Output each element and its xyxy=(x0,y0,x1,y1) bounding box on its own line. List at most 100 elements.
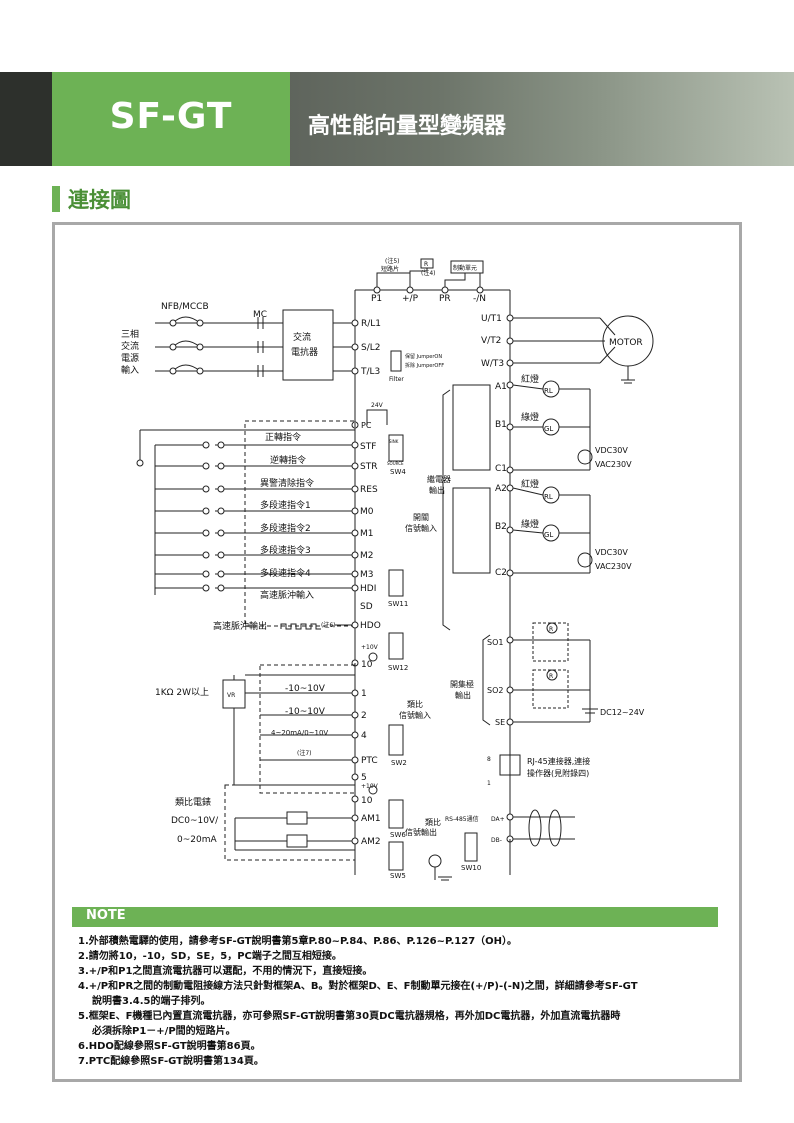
svg-text:R: R xyxy=(549,673,553,680)
svg-text:W/T3: W/T3 xyxy=(481,359,504,369)
svg-text:(注4): (注4) xyxy=(421,269,436,277)
svg-text:AM1: AM1 xyxy=(361,814,381,824)
svg-text:紅燈: 紅燈 xyxy=(521,478,539,490)
svg-text:S/L2: S/L2 xyxy=(361,343,381,353)
svg-text:24V: 24V xyxy=(371,402,384,409)
note-item: 7.PTC配線參照SF-GT說明書第134頁。 xyxy=(78,1056,264,1067)
svg-text:PC: PC xyxy=(361,421,372,430)
svg-text:1: 1 xyxy=(487,780,491,787)
svg-text:5: 5 xyxy=(361,773,367,783)
svg-text:(注6): (注6) xyxy=(321,621,336,629)
note-label: NOTE xyxy=(86,908,126,923)
svg-text:PR: PR xyxy=(439,294,451,304)
product-title: 高性能向量型變頻器 xyxy=(308,114,507,139)
svg-text:VAC230V: VAC230V xyxy=(595,562,632,571)
svg-text:C2: C2 xyxy=(495,568,507,578)
svg-text:SE: SE xyxy=(495,718,505,727)
svg-text:類比電錶: 類比電錶 xyxy=(175,796,211,808)
wiring-diagram: (注5) 短路片 R (注4) 制動單元 P1 +/P PR -/N 三相 交流… xyxy=(121,257,654,881)
svg-text:R: R xyxy=(424,261,428,268)
svg-text:RJ-45連接器,連接: RJ-45連接器,連接 xyxy=(527,756,590,766)
di-switch-row xyxy=(155,529,359,537)
svg-text:操作器(見附錄四): 操作器(見附錄四) xyxy=(527,768,589,778)
svg-text:M0: M0 xyxy=(360,507,374,517)
note-item: 3.+/P和P1之間直流電抗器可以選配，不用的情況下，直接短接。 xyxy=(78,966,373,977)
hdo-output: 高速脈沖輸出 (注6) HDO SW12 xyxy=(213,620,408,672)
svg-text:DC0~10V/: DC0~10V/ xyxy=(171,816,219,826)
svg-text:正轉指令: 正轉指令 xyxy=(265,431,301,443)
svg-text:V/T2: V/T2 xyxy=(481,336,501,346)
svg-text:制動單元: 制動單元 xyxy=(453,264,477,272)
svg-text:U/T1: U/T1 xyxy=(481,314,502,324)
svg-text:1KΩ 2W以上: 1KΩ 2W以上 xyxy=(155,687,209,698)
svg-text:三相: 三相 xyxy=(121,328,139,340)
svg-text:R/L1: R/L1 xyxy=(361,319,381,329)
svg-text:+/P: +/P xyxy=(402,294,419,304)
section-marker xyxy=(52,186,60,212)
svg-text:VAC230V: VAC230V xyxy=(595,460,632,469)
svg-text:0~20mA: 0~20mA xyxy=(177,835,217,845)
svg-text:拆除 JumperOFF: 拆除 JumperOFF xyxy=(405,362,444,369)
svg-text:DC12~24V: DC12~24V xyxy=(600,708,645,717)
di-switch-row xyxy=(155,551,359,559)
svg-text:P1: P1 xyxy=(371,294,382,304)
product-name: SF-GT xyxy=(109,96,233,137)
svg-text:2: 2 xyxy=(361,711,367,721)
svg-text:SW6: SW6 xyxy=(390,831,406,839)
svg-text:-/N: -/N xyxy=(473,294,486,304)
svg-text:STF: STF xyxy=(360,442,376,452)
svg-text:DA+: DA+ xyxy=(491,816,505,823)
svg-text:短路片: 短路片 xyxy=(381,265,399,273)
svg-text:C1: C1 xyxy=(495,464,507,474)
svg-text:信號輸入: 信號輸入 xyxy=(399,710,431,720)
svg-text:B1: B1 xyxy=(495,420,507,430)
svg-text:(注7): (注7) xyxy=(297,749,312,757)
svg-text:開關: 開關 xyxy=(413,513,429,522)
svg-text:異警清除指令: 異警清除指令 xyxy=(260,477,314,489)
svg-text:SW10: SW10 xyxy=(461,864,481,872)
svg-text:10: 10 xyxy=(361,796,373,806)
svg-text:M3: M3 xyxy=(360,570,374,580)
svg-text:信號輸出: 信號輸出 xyxy=(405,827,437,837)
banner-dark-block xyxy=(0,72,52,166)
svg-text:PTC: PTC xyxy=(361,756,378,766)
svg-text:+10V: +10V xyxy=(361,783,379,790)
svg-text:多段速指令4: 多段速指令4 xyxy=(260,567,311,579)
svg-text:NFB/MCCB: NFB/MCCB xyxy=(161,302,209,312)
svg-text:DB-: DB- xyxy=(491,837,502,844)
note-item: 1.外部積熱電驛的使用，請參考SF-GT說明書第5章P.80~P.84、P.86… xyxy=(78,936,518,947)
svg-text:SD: SD xyxy=(360,602,373,612)
svg-text:MOTOR: MOTOR xyxy=(609,338,643,348)
svg-text:+10V: +10V xyxy=(361,644,379,651)
notes-list: 1.外部積熱電驛的使用，請參考SF-GT說明書第5章P.80~P.84、P.86… xyxy=(78,934,728,1069)
di-switch-row xyxy=(155,462,359,470)
svg-text:繼電器: 繼電器 xyxy=(427,474,451,484)
svg-text:電抗器: 電抗器 xyxy=(291,346,318,358)
svg-text:綠燈: 綠燈 xyxy=(521,411,539,423)
svg-text:RL: RL xyxy=(544,493,553,501)
note-item: 5.框架E、F機種已內置直流電抗器，亦可參照SF-GT說明書第30頁DC電抗器規… xyxy=(78,1011,621,1022)
banner-green-block xyxy=(52,72,290,166)
svg-text:SW4: SW4 xyxy=(390,468,406,476)
analog-outputs: 類比電錶 DC0~10V/ 0~20mA +10V 10 AM1 AM2 SW6… xyxy=(171,783,481,881)
svg-text:SW5: SW5 xyxy=(390,872,406,880)
svg-text:SOURCE: SOURCE xyxy=(387,461,404,466)
svg-text:綠燈: 綠燈 xyxy=(521,518,539,530)
section-title: 連接圖 xyxy=(68,188,131,212)
svg-text:Filter: Filter xyxy=(389,376,404,383)
di-switch-row xyxy=(155,584,359,592)
svg-text:A1: A1 xyxy=(495,382,507,392)
svg-text:SO2: SO2 xyxy=(487,686,503,695)
inverter-body xyxy=(354,289,511,875)
di-switch-row xyxy=(155,485,359,493)
svg-text:紅燈: 紅燈 xyxy=(521,373,539,385)
svg-text:(注5): (注5) xyxy=(385,257,400,265)
svg-text:SW2: SW2 xyxy=(391,759,407,767)
svg-text:HDI: HDI xyxy=(360,584,376,594)
digital-inputs: 正轉指令 逆轉指令 異警清除指令 多段速指令1 多段速指令2 多段速指令3 多段… xyxy=(136,420,437,627)
note-bar xyxy=(72,907,718,927)
svg-text:交流: 交流 xyxy=(293,331,311,343)
svg-text:M2: M2 xyxy=(360,551,374,561)
di-switch-row xyxy=(155,570,359,578)
header-banner: SF-GT 高性能向量型變頻器 xyxy=(0,72,794,166)
